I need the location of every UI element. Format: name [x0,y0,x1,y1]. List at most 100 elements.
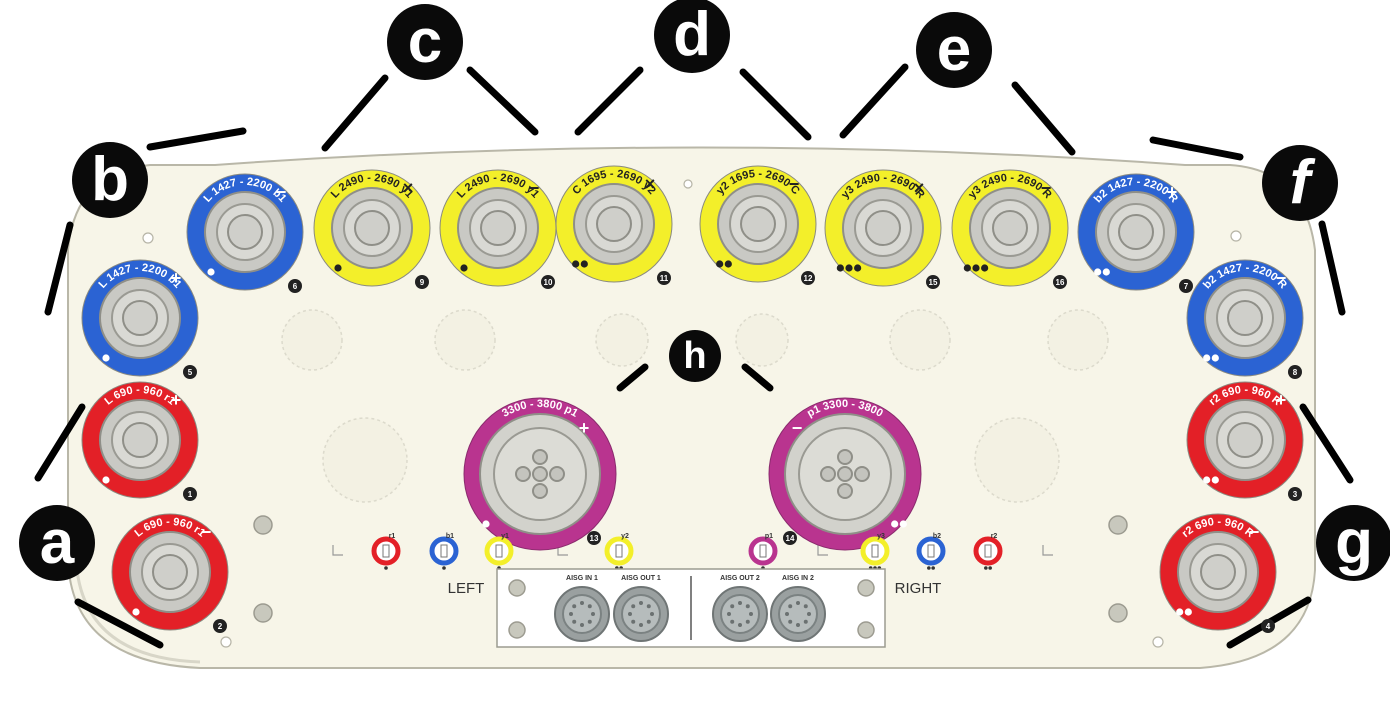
connector-r1-minus[interactable]: L 690 - 960 r1−2 [111,513,229,633]
callout-letter: g [1335,508,1373,577]
callout-letter: b [91,145,129,214]
band-dot-marker [931,566,935,570]
small-port-sp-r1[interactable]: r1 [371,533,401,570]
main-port-p1-left[interactable]: 3300 - 3800 p1+13 [463,397,617,551]
connector-polarity-sign: × [914,178,925,198]
connector-number-badge [541,275,555,289]
connector-number-badge [801,271,815,285]
aisg-pin [788,604,793,609]
connector-number: 16 [1056,278,1065,287]
connector-number: 6 [293,282,298,291]
aisg-port-face [720,594,760,634]
band-dot-marker [334,264,342,272]
connector-pin [992,210,1028,246]
aisg-port-aisg-in-2[interactable]: AISG IN 2 [770,575,826,642]
band-dot-marker [1102,268,1110,276]
connector-number-badge [1053,275,1067,289]
connector-number-badge [926,275,940,289]
callout-badge [916,12,992,88]
aisg-pin [628,612,632,616]
callout-pointer-line [146,127,247,151]
left-side-label: LEFT [448,580,485,597]
connector-pin [596,206,632,242]
band-dot-marker [442,566,446,570]
aisg-port-face [562,594,602,634]
main-port-p1-right[interactable]: p1 3300 - 3800−14 [768,397,922,551]
band-dot-marker [988,566,992,570]
connector-polarity-sign: − [529,178,540,198]
connector-y2-x[interactable]: C 1695 - 2690 y2×11 [555,165,673,285]
connector-b2-plus[interactable]: b2 1427 - 2200 R+7 [1077,173,1195,293]
grey-studs [253,515,1128,623]
connector-number-badge [1288,365,1302,379]
connector-polarity-sign: − [1276,268,1287,288]
callout-badge [1262,145,1338,221]
aisg-module: AISG IN 1 AISG OUT 1 AISG OUT 2 AISG IN 2 [496,568,886,648]
connector-r2-minus[interactable]: r2 690 - 960 R−4 [1159,513,1277,633]
connector-r2-plus[interactable]: r2 690 - 960 R+3 [1186,381,1304,501]
small-port-sp-y1[interactable]: y1 [484,533,514,570]
aisg-port-face [778,594,818,634]
aisg-pin [572,619,577,624]
connector-y1-x[interactable]: L 2490 - 2690 y1×9 [313,169,431,289]
connector-number-badge [1288,487,1302,501]
connector-pin [740,206,776,242]
aisg-pin [730,604,735,609]
small-port-label: y1 [501,533,509,540]
connectors-layer: L 690 - 960 r1−2 L 690 - 960 r1+1L 1427 -… [81,165,1304,633]
band-dot-marker [384,566,388,570]
aisg-port-aisg-out-2[interactable]: AISG OUT 2 [712,575,768,642]
connector-y3-minus[interactable]: y3 2490 - 2690 R−16 [951,169,1069,289]
callout-pointer-line [1299,403,1354,484]
connector-number: 5 [188,368,193,377]
main-port-pin [854,466,870,482]
connector-pin [122,422,158,458]
aisg-port-aisg-in-1[interactable]: AISG IN 1 [554,575,610,642]
main-port-pin [532,483,548,499]
main-port-pin [837,483,853,499]
callout-h: h [669,330,721,382]
small-port-label: p1 [765,533,773,540]
connector-number-badge [1261,619,1275,633]
band-dot-marker [984,566,988,570]
callout-letter: e [937,15,971,84]
callout-f: f [1262,145,1338,221]
small-port-sp-b1[interactable]: b1 [429,533,459,570]
connector-polarity-sign: + [171,390,182,410]
callout-pointer-line [1011,81,1076,156]
aisg-pin [572,604,577,609]
small-port-sp-y2[interactable]: y2 [604,533,634,570]
band-dot-marker [716,260,724,268]
connector-polarity-sign: − [276,182,287,202]
band-dot-marker [482,520,490,528]
aisg-pin [591,612,595,616]
aisg-port-label: AISG IN 1 [566,575,598,582]
small-port-sp-b2[interactable]: b2 [916,533,946,570]
band-dot-marker [132,608,140,616]
right-side-label: RIGHT [895,580,942,597]
connector-pin [865,210,901,246]
aisg-pin [727,612,731,616]
aisg-port-label: AISG OUT 2 [720,575,760,582]
aisg-pin [631,619,636,624]
callout-pointer-line [34,403,86,482]
blank-plugs [281,309,1109,503]
small-port-slot [440,544,448,558]
band-dot-marker [724,260,732,268]
screw-holes [142,179,1242,648]
panel-edge-shadow [74,559,201,664]
aisg-port-aisg-out-1[interactable]: AISG OUT 1 [613,575,669,642]
small-port-sp-p1[interactable]: p1 [748,533,778,570]
aisg-pin [639,623,643,627]
callout-badge [72,142,148,218]
small-port-sp-r2[interactable]: r2 [973,533,1003,570]
connector-number: 9 [420,278,425,287]
aisg-pin [803,604,808,609]
connector-r1-plus[interactable]: L 690 - 960 r1+1 [81,381,199,501]
connector-y1-minus[interactable]: L 2490 - 2690 y1−10 [439,169,557,289]
connector-b1-plus[interactable]: L 1427 - 2200 b1+5 [81,259,199,379]
main-port-pin [837,466,853,482]
aisg-pin [745,619,750,624]
callout-letter: a [40,508,75,577]
